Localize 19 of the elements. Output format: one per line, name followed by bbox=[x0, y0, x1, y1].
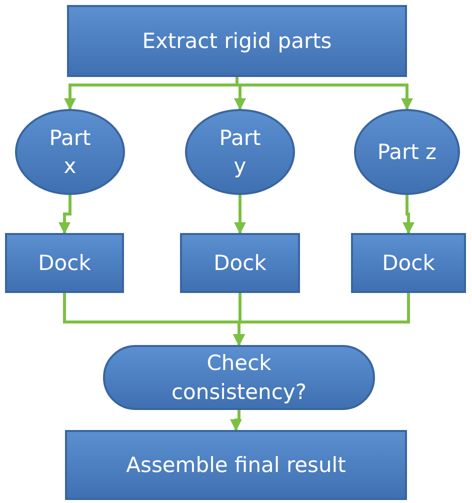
node-label: Part x bbox=[48, 124, 92, 180]
arrow bbox=[230, 410, 242, 432]
node-label: Assemble final result bbox=[126, 452, 346, 479]
process-box bbox=[65, 430, 407, 500]
node-label: Dock bbox=[38, 250, 91, 277]
arrow bbox=[58, 195, 72, 234]
process-box bbox=[67, 5, 407, 77]
arrow bbox=[402, 195, 414, 234]
process-box bbox=[5, 233, 124, 293]
process-box bbox=[351, 233, 466, 293]
node-label: Dock bbox=[214, 250, 266, 277]
arrow bbox=[233, 293, 410, 346]
node-label: Part z bbox=[377, 138, 437, 166]
node-label: Dock bbox=[382, 250, 435, 277]
node-label: Check consistency? bbox=[170, 350, 308, 406]
process-box bbox=[180, 233, 300, 293]
node-label: Extract rigid parts bbox=[142, 28, 332, 55]
arrow bbox=[234, 195, 246, 234]
node-label: Part y bbox=[218, 124, 262, 180]
